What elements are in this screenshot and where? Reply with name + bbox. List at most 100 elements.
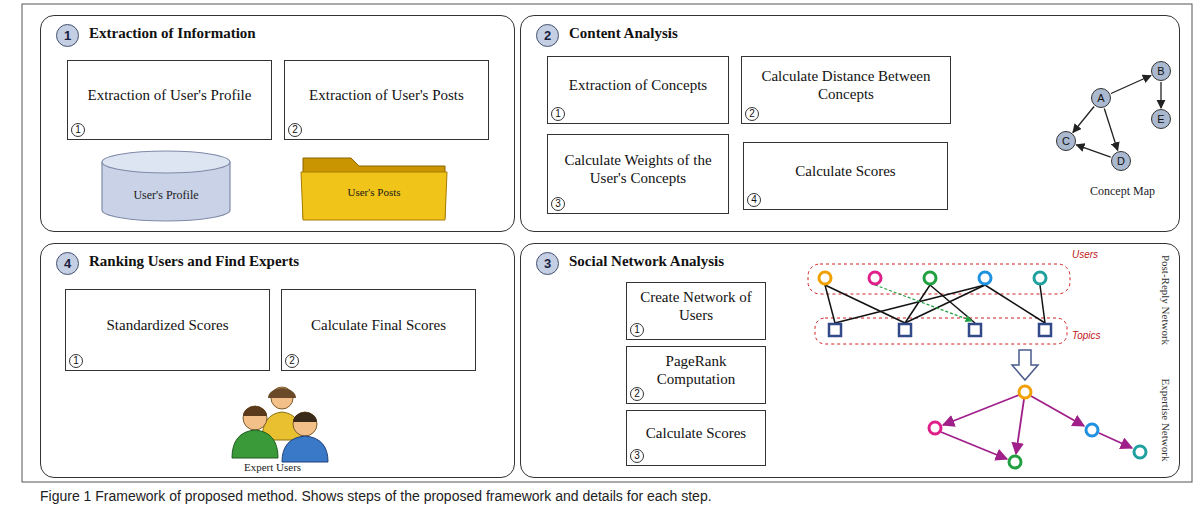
node-text: 3	[555, 199, 561, 209]
callout-number: 2	[630, 387, 644, 401]
node-text: Calculate Scores	[646, 424, 746, 442]
svg-circle	[1019, 386, 1031, 398]
figure-caption: Figure 1 Framework of proposed method. S…	[40, 487, 1180, 505]
svg-path	[268, 388, 296, 398]
process-box: Calculate Scores 3	[626, 410, 766, 466]
svg-line	[1016, 399, 1024, 454]
node-text: 3	[634, 451, 640, 461]
node-text: User's Posts	[347, 186, 400, 198]
callout-number: 1	[71, 123, 85, 137]
node-text: Extraction of User's Posts	[309, 86, 464, 104]
svg-rect	[969, 324, 981, 336]
callout-number: 1	[630, 323, 644, 337]
panel-heading: Ranking Users and Find Experts	[89, 253, 299, 270]
node-text: C	[1062, 136, 1070, 147]
callout-number: 3	[551, 197, 565, 211]
concept-node: D	[1111, 151, 1131, 171]
process-box: Calculate Final Scores2	[281, 289, 476, 371]
step-number: 4	[56, 252, 79, 275]
node-text: User's Profile	[133, 189, 198, 202]
svg-circle	[1034, 272, 1046, 284]
svg-ellipse	[102, 151, 230, 173]
database-cylinder: User's Profile	[101, 150, 231, 222]
svg-rect	[829, 324, 841, 336]
step-panel: Social Network Analysis3Create Network o…	[520, 243, 1180, 478]
svg-path	[282, 436, 328, 462]
node-text: 1	[555, 109, 561, 119]
svg-rect	[1039, 324, 1051, 336]
node-text: Extraction of User's Profile	[88, 86, 252, 104]
expertise-network	[929, 386, 1146, 468]
svg-rect	[899, 324, 911, 336]
transform-arrow	[1012, 350, 1038, 380]
process-box: Calculate Weights of the User's Concepts…	[547, 134, 729, 214]
node-text: Standardized Scores	[106, 316, 228, 334]
svg-path	[243, 406, 267, 416]
svg-rect	[808, 264, 1070, 294]
step-number: 3	[536, 252, 559, 275]
svg-g	[819, 272, 1046, 284]
node-text: A	[1097, 93, 1104, 104]
svg-circle	[869, 272, 881, 284]
concept-node: B	[1151, 61, 1171, 81]
node-text: Extraction of Concepts	[569, 76, 707, 94]
svg-line	[835, 285, 985, 323]
node-text: PageRank Computation	[635, 352, 757, 388]
callout-number: 3	[630, 449, 644, 463]
callout-number: 2	[288, 123, 302, 137]
svg-line	[875, 285, 972, 321]
svg-line	[941, 432, 1007, 459]
step-number: 1	[56, 24, 79, 47]
concept-node: E	[1151, 109, 1171, 129]
node-text: Create Network of Users	[635, 288, 757, 324]
post-reply-network	[808, 264, 1070, 344]
svg-line	[930, 285, 975, 323]
concept-link	[1160, 82, 1161, 108]
outer-frame	[22, 4, 1192, 482]
svg-circle	[924, 272, 936, 284]
callout-number: 2	[285, 354, 299, 368]
step-number: 2	[536, 24, 559, 47]
panel-heading: Content Analysis	[569, 25, 678, 42]
svg-g	[825, 285, 1045, 323]
svg-circle	[243, 406, 267, 430]
svg-circle	[1134, 446, 1146, 458]
svg-line	[825, 285, 905, 323]
svg-line	[905, 285, 985, 323]
node-text: E	[1157, 114, 1164, 125]
concept-link	[1076, 145, 1110, 157]
svg-rect	[815, 318, 1067, 344]
svg-circle	[1086, 424, 1098, 436]
svg-line	[1031, 396, 1084, 426]
node-text: D	[1117, 156, 1125, 167]
node-text: 1	[634, 325, 640, 335]
node-text: 3	[544, 257, 551, 270]
svg-circle	[819, 272, 831, 284]
svg-line	[1099, 433, 1132, 448]
svg-g	[941, 395, 1132, 459]
expert-users-icon	[232, 387, 328, 462]
process-box: Extraction of User's Posts 2	[284, 60, 489, 140]
process-box: Extraction of Concepts 1	[547, 56, 729, 124]
figure-label: Users	[1072, 249, 1098, 260]
concept-node: C	[1056, 131, 1076, 151]
svg-line	[985, 285, 1045, 323]
step-panel: Extraction of Information1Extraction of …	[40, 15, 515, 232]
process-box: Create Network of Users1	[626, 282, 766, 340]
figure-label: Expert Users	[244, 461, 301, 473]
svg-line	[1040, 285, 1045, 323]
node-text: 2	[289, 356, 295, 366]
concept-node: A	[1091, 88, 1111, 108]
concept-link	[1111, 76, 1151, 94]
concept-link	[1104, 109, 1117, 151]
node-text: Calculate Weights of the User's Concepts	[556, 151, 720, 187]
node-text: 4	[64, 257, 71, 270]
network-label: Post-Reply Network	[1160, 255, 1172, 345]
node-text: 4	[751, 195, 757, 205]
figure-label: Concept Map	[1090, 184, 1155, 199]
step-panel: Ranking Users and Find Experts 4Standardi…	[40, 243, 515, 478]
callout-number: 1	[551, 107, 565, 121]
process-box: Calculate Distance Between Concepts2	[741, 56, 951, 124]
node-text: 1	[75, 125, 81, 135]
